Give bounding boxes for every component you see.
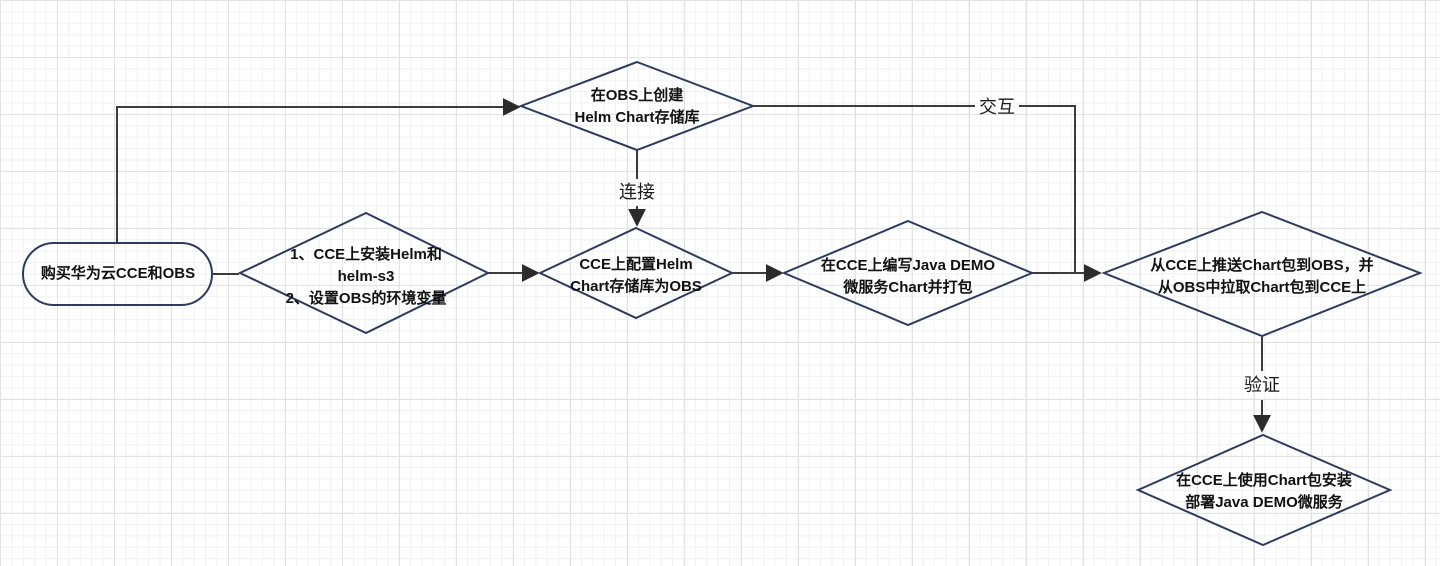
label-create-obs-repo-line: 在OBS上创建 xyxy=(590,87,684,104)
label-write-java-demo-line: 在CCE上编写Java DEMO xyxy=(820,257,996,274)
label-write-java-demo-line: 微服务Chart并打包 xyxy=(843,279,973,296)
label-push-pull-chart-line: 从CCE上推送Chart包到OBS，并 xyxy=(1150,257,1374,274)
terminator-start xyxy=(22,242,213,306)
diamond-create-obs-repo xyxy=(518,60,756,152)
label-install-helm-line: helm-s3 xyxy=(337,268,395,285)
label-push-pull-chart-line: 从OBS中拉取Chart包到CCE上 xyxy=(1157,279,1367,296)
diamond-install-helm xyxy=(237,211,491,335)
diamond-deploy-demo xyxy=(1135,433,1393,547)
edge-interact-to-junction xyxy=(1019,105,1076,272)
label-deploy-demo: 在CCE上使用Chart包安装 部署Java DEMO微服务 xyxy=(1176,470,1352,514)
label-install-helm-line: 1、CCE上安装Helm和 xyxy=(290,246,442,263)
label-deploy-demo-line: 部署Java DEMO微服务 xyxy=(1185,494,1343,511)
label-start: 购买华为云CCE和OBS xyxy=(41,263,195,285)
label-config-helm-repo-line: Chart存储库为OBS xyxy=(570,278,702,295)
label-config-helm-repo-line: CCE上配置Helm xyxy=(579,256,693,273)
label-deploy-demo-line: 在CCE上使用Chart包安装 xyxy=(1176,472,1352,489)
label-start-line: 购买华为云CCE和OBS xyxy=(40,265,196,282)
label-create-obs-repo-line: Helm Chart存储库 xyxy=(574,109,700,126)
edge-label-verify: 验证 xyxy=(1244,375,1280,395)
label-install-helm-line: 2、设置OBS的环境变量 xyxy=(285,290,447,307)
diamond-push-pull-chart xyxy=(1101,210,1423,338)
label-write-java-demo: 在CCE上编写Java DEMO 微服务Chart并打包 xyxy=(821,255,995,299)
label-create-obs-repo: 在OBS上创建 Helm Chart存储库 xyxy=(574,85,699,129)
edge-label-connect: 连接 xyxy=(619,182,655,202)
label-install-helm: 1、CCE上安装Helm和 helm-s3 2、设置OBS的环境变量 xyxy=(286,244,447,310)
diamond-write-java-demo xyxy=(781,219,1035,327)
label-push-pull-chart: 从CCE上推送Chart包到OBS，并 从OBS中拉取Chart包到CCE上 xyxy=(1150,255,1373,299)
edge-label-interact: 交互 xyxy=(979,97,1015,117)
label-config-helm-repo: CCE上配置Helm Chart存储库为OBS xyxy=(570,254,702,298)
diamond-config-helm-repo xyxy=(537,226,735,320)
edge-start-to-create-repo xyxy=(116,98,521,243)
